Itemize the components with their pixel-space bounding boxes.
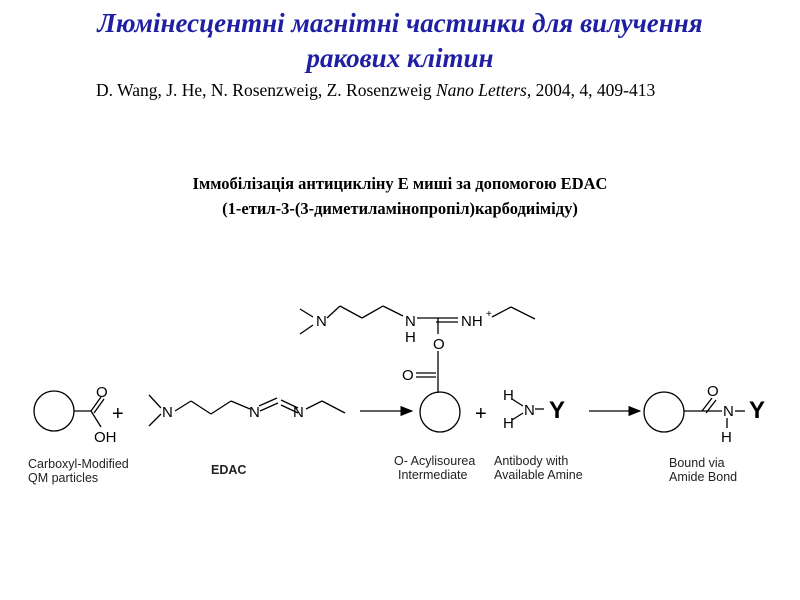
- particle-circle: [33, 390, 75, 432]
- subtitle-line-2: (1-етил-3-(3-диметиламінопропіл)карбодиі…: [222, 199, 578, 218]
- citation-details: , 2004, 4, 409-413: [526, 80, 656, 100]
- amine-y-label: Y: [549, 397, 565, 424]
- caption-carboxyl-2: QM particles: [28, 471, 98, 485]
- atom-amine-n: N: [524, 402, 535, 419]
- acylisourea-intermediate: [299, 305, 536, 433]
- plus-sign-2: +: [475, 403, 487, 425]
- atom-carboxyl-oh: OH: [94, 429, 117, 446]
- caption-antibody-2: Available Amine: [494, 468, 583, 482]
- carboxyl-particle: [33, 390, 105, 432]
- caption-carboxyl-1: Carboxyl-Modified: [28, 457, 129, 471]
- amide-y-label: Y: [749, 397, 765, 424]
- caption-acyl-1: O- Acylisourea: [394, 454, 475, 468]
- amide-product: [643, 391, 745, 433]
- atom-top-nhplus: NH: [461, 313, 483, 330]
- atom-top-h: H: [405, 329, 416, 346]
- intermediate-particle-circle: [419, 391, 461, 433]
- atom-amide-h: H: [721, 429, 732, 446]
- caption-bound-1: Bound via: [669, 456, 725, 470]
- caption-acyl-2: Intermediate: [398, 468, 468, 482]
- atom-amine-h2: H: [503, 415, 514, 432]
- edac-molecule: [148, 394, 346, 427]
- citation-authors: D. Wang, J. He, N. Rosenzweig, Z. Rosenz…: [96, 80, 436, 100]
- antibody-amine: [511, 398, 544, 421]
- atom-top-nh: N: [405, 313, 416, 330]
- subtitle-line-1: Іммобілізація антициклiну Е миші за допо…: [192, 174, 608, 193]
- title-line-2: ракових клітин: [306, 43, 494, 73]
- atom-acyl-o: O: [402, 367, 414, 384]
- atom-amide-o: O: [707, 383, 719, 400]
- citation: D. Wang, J. He, N. Rosenzweig, Z. Rosenz…: [96, 80, 655, 101]
- atom-top-plus-sup: +: [486, 309, 492, 320]
- plus-sign-1: +: [112, 403, 124, 425]
- atom-top-n: N: [316, 313, 327, 330]
- caption-bound-2: Amide Bond: [669, 470, 737, 484]
- caption-edac: EDAC: [211, 463, 246, 477]
- citation-journal: Nano Letters: [435, 80, 527, 100]
- atom-top-o: O: [433, 336, 445, 353]
- atom-edac-n3: N: [293, 404, 304, 421]
- atom-carboxyl-o: O: [96, 384, 108, 401]
- caption-antibody-1: Antibody with: [494, 454, 568, 468]
- product-particle-circle: [643, 391, 685, 433]
- title-line-1: Люмінесцентні магнітні частинки для вилу…: [97, 8, 703, 38]
- atom-edac-n2: N: [249, 404, 260, 421]
- atom-edac-n1: N: [162, 404, 173, 421]
- atom-amine-h1: H: [503, 387, 514, 404]
- atom-amide-n: N: [723, 403, 734, 420]
